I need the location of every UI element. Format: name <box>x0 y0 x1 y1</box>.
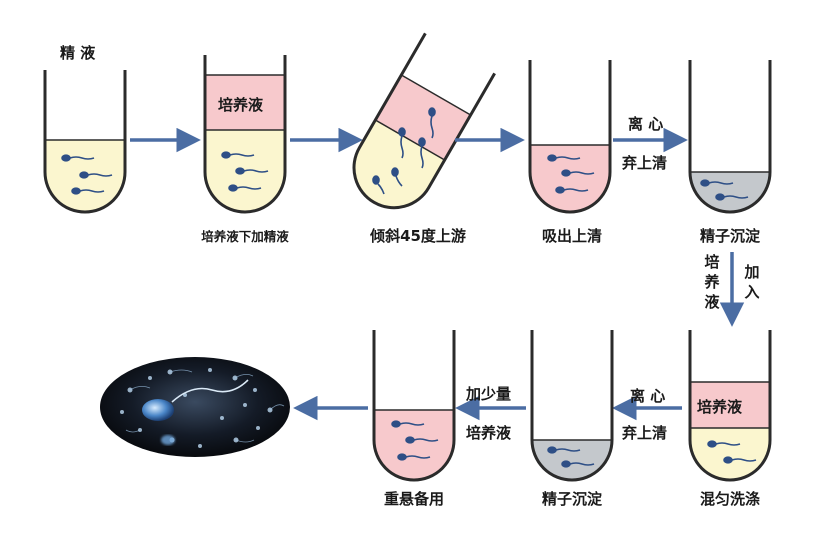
label-step6: 精子沉淀 <box>541 490 603 508</box>
label-semen: 精 液 <box>60 44 96 62</box>
label-step1: 培养液下加精液 <box>201 229 289 244</box>
label-medium-in-tube2: 培养液 <box>697 398 743 416</box>
medium-layer <box>205 75 285 130</box>
label-centrifuge-top: 离 心 <box>628 115 664 133</box>
tube-layered <box>203 55 287 214</box>
tube-resuspended <box>372 330 456 482</box>
sperm-group <box>61 154 113 195</box>
label-discard-bottom: 弃上清 <box>622 424 668 442</box>
sperm-microscope-photo-icon <box>100 357 290 457</box>
tube-pellet-2 <box>530 330 614 482</box>
label-step5: 混匀洗涤 <box>699 490 761 508</box>
label-step3: 吸出上清 <box>541 227 603 245</box>
label-add-medium: 培养液 <box>704 253 720 311</box>
tube-semen <box>43 70 127 214</box>
label-add: 加入 <box>744 263 760 301</box>
label-discard-top: 弃上清 <box>622 154 668 172</box>
label-medium-bottom: 培养液 <box>466 424 512 442</box>
tube-tilted <box>352 32 496 210</box>
tube-outline <box>43 70 127 214</box>
tube-pellet-1 <box>688 60 772 214</box>
label-step4: 精子沉淀 <box>699 227 761 245</box>
tube-supernatant <box>528 60 612 214</box>
label-medium-in-tube: 培养液 <box>218 96 264 114</box>
label-step7: 重悬备用 <box>383 490 445 508</box>
label-centrifuge-bottom: 离 心 <box>630 387 666 405</box>
label-step2: 倾斜45度上游 <box>370 227 466 245</box>
label-add-small: 加少量 <box>466 385 512 403</box>
tube-wash <box>688 330 772 482</box>
sperm-swimming-up <box>372 107 436 195</box>
